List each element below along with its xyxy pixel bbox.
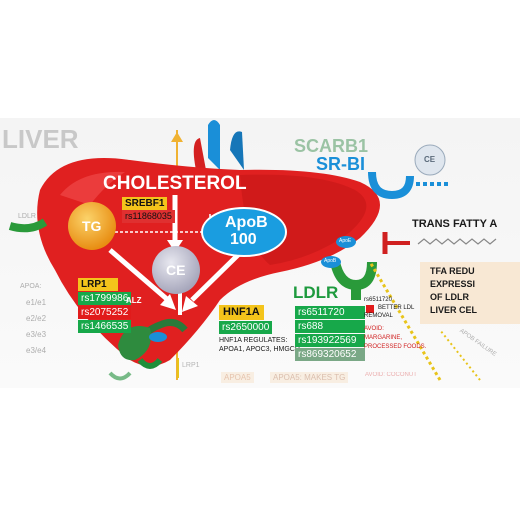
ldlr-receptor-icon bbox=[330, 260, 377, 291]
apob-ellipse bbox=[201, 207, 287, 257]
ldlr-legend-line1: rs6511720 bbox=[364, 297, 392, 303]
apob-line2: 100 bbox=[230, 231, 257, 248]
blood-vessel-red bbox=[193, 138, 206, 170]
scarb1-receptor-icon bbox=[368, 171, 414, 200]
lrp1-snp-2: rs2075252 bbox=[78, 306, 132, 319]
apoa-label-3: e3/e3 bbox=[26, 330, 47, 339]
ldlr-snp-4: rs869320652 bbox=[295, 348, 365, 361]
lrp1-snp-1: rs1799986 bbox=[78, 292, 132, 305]
apob-failure-arrow bbox=[368, 261, 442, 381]
apoa-label-0: APOA: bbox=[20, 283, 42, 290]
ldlr-legend-swatch bbox=[366, 305, 374, 313]
ldlr-legend-line3: REMOVAL bbox=[364, 313, 393, 319]
bottom-avoid: AVOID: COCONUT bbox=[365, 372, 417, 378]
tg-circle bbox=[68, 202, 116, 250]
srebf1-snp: rs11868035 bbox=[122, 210, 175, 223]
ce-right-circle bbox=[414, 144, 446, 176]
organ-title: LIVER bbox=[2, 124, 79, 154]
liver-highlight bbox=[60, 171, 125, 205]
apoa-label-2: e2/e2 bbox=[26, 314, 47, 323]
ce-right-label: CE bbox=[424, 155, 436, 164]
bottom-apoa5-note: APOA5: MAKES TG bbox=[270, 372, 349, 383]
tfa-note-3: OF LDLR bbox=[430, 292, 469, 302]
tfa-note-4: LIVER CEL bbox=[430, 305, 478, 315]
scarb1-line1: SCARB1 bbox=[294, 136, 369, 156]
apoe-small-particle bbox=[336, 236, 356, 248]
ldlr-left-receptor-icon bbox=[8, 218, 48, 233]
flow-arrow-top-icon bbox=[171, 132, 183, 142]
blood-vessel-blue bbox=[208, 120, 220, 170]
ldlr-legend-line2: BETTER LDL bbox=[378, 305, 415, 311]
lrp1-gene: LRP1 bbox=[78, 278, 118, 291]
cholesterol-label: CHOLESTEROL bbox=[103, 173, 247, 194]
tfa-note-box bbox=[420, 262, 520, 324]
ldlr-snp-1: rs6511720 bbox=[295, 306, 365, 319]
apob-small-particle bbox=[321, 256, 341, 268]
tg-label: TG bbox=[82, 218, 102, 234]
arrow-head-down-icon bbox=[167, 240, 183, 252]
tfa-note-2: EXPRESSI bbox=[430, 279, 476, 289]
arrow-apob-diagonal bbox=[190, 253, 240, 302]
apob-failure-arrow-2 bbox=[439, 329, 481, 381]
apoa-label-4: e3/e4 bbox=[26, 346, 47, 355]
hnf1a-gene: HNF1A bbox=[219, 305, 264, 320]
ldlr-snp-3: rs193922569 bbox=[295, 334, 365, 347]
apob-line1: ApoB bbox=[225, 214, 268, 231]
srebf1-gene: SREBF1 bbox=[122, 197, 168, 210]
hnf1a-regulates-line2: APOA1, APOC3, HMGCR bbox=[219, 346, 300, 353]
arrow-head-diag2-icon bbox=[182, 296, 198, 312]
apoa-label-1: e1/e1 bbox=[26, 298, 47, 307]
ldlr-avoid-line1: AVOID: bbox=[364, 326, 384, 332]
hnf1a-regulates-line1: HNF1A REGULATES: bbox=[219, 337, 288, 344]
ldlr-left-label: LDLR bbox=[18, 213, 36, 220]
arrow-tg-diagonal bbox=[108, 248, 170, 302]
scarb1-line2: SR-BI bbox=[316, 154, 365, 174]
ce-label: CE bbox=[166, 262, 186, 278]
lrp1-receptor-icon bbox=[137, 357, 163, 369]
apob-small-label: ApoB bbox=[324, 258, 337, 264]
alz-label: ALZ bbox=[126, 296, 142, 305]
tfa-note-1: TFA REDU bbox=[430, 266, 475, 276]
ldlr-snp-2: rs688 bbox=[295, 320, 365, 333]
lrp1-snp-3: rs1466535 bbox=[78, 320, 132, 333]
ce-circle bbox=[152, 246, 200, 294]
ldlr-avoid-line2: MARGARINE, bbox=[364, 335, 403, 341]
ldlr-title: LDLR bbox=[293, 283, 339, 302]
ldlr-avoid-line3: PROCESSED FOODS. bbox=[364, 344, 427, 350]
trans-fat-label: TRANS FATTY A bbox=[412, 218, 498, 230]
apoe-small-label: ApoE bbox=[339, 238, 352, 244]
apoe-lower-particle bbox=[149, 332, 167, 342]
blood-vessel-blue-2 bbox=[230, 131, 244, 170]
hnf1a-snp: rs2650000 bbox=[219, 321, 273, 334]
gallbladder bbox=[118, 326, 151, 361]
lrp1-lower-icon bbox=[108, 371, 132, 381]
arrow-head-diag-icon bbox=[160, 294, 176, 310]
bottom-apoa5: APOA5 bbox=[221, 372, 254, 383]
fatty-acid-chain-icon bbox=[417, 238, 497, 245]
lrp1-small-label: LRP1 bbox=[182, 362, 200, 369]
